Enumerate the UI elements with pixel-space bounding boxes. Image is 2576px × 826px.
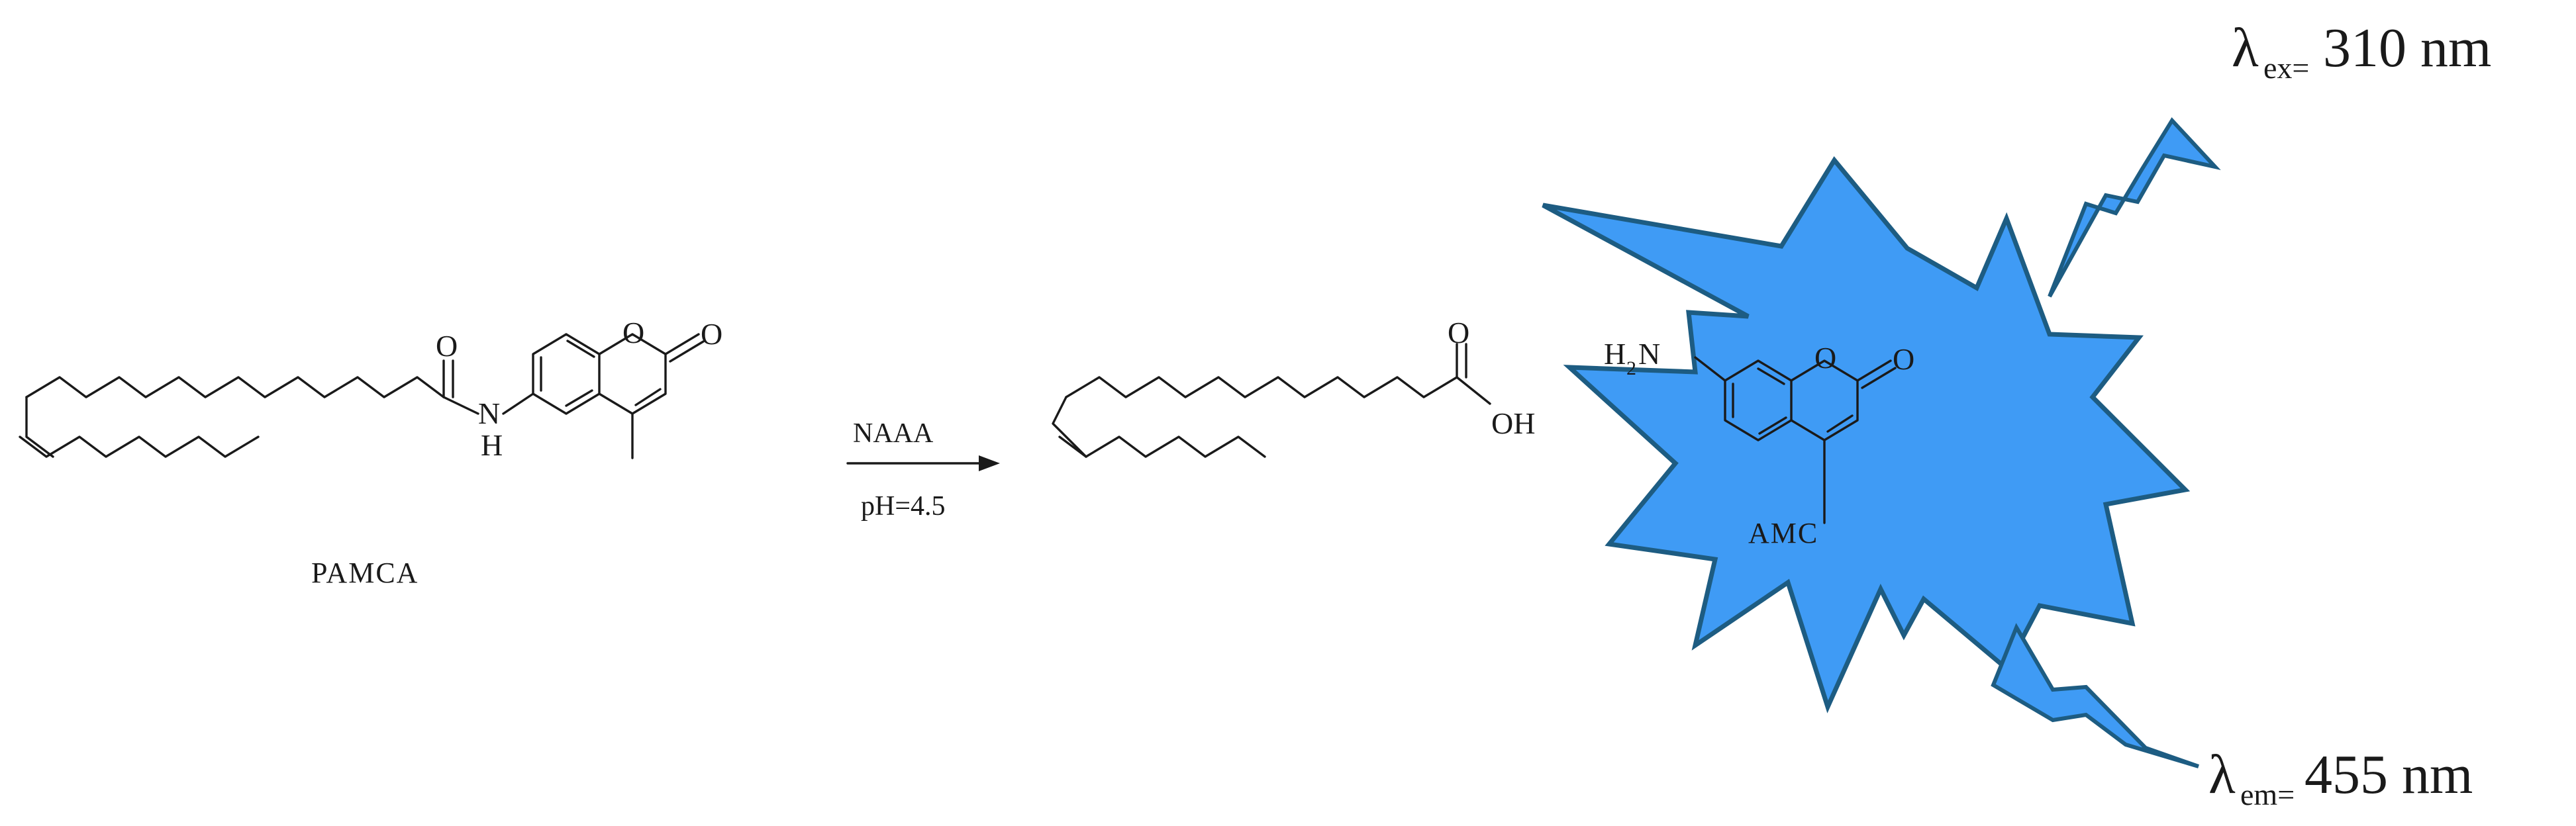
emission-symbol: λ [2208, 744, 2236, 805]
amc-ring-o: O [1814, 341, 1836, 375]
amc-structure: H 2 N O O AMC [1604, 337, 1914, 549]
excitation-bolt-icon [2048, 117, 2221, 298]
palmitic-acid-structure: O OH [1052, 316, 1535, 458]
excitation-label: λ ex= 310 nm [2232, 17, 2491, 85]
reagent-label: NAAA [853, 418, 934, 449]
pamca-label: PAMCA [311, 557, 419, 589]
amc-amine-h: H [1604, 337, 1626, 371]
pamca-amide-n: N [478, 396, 500, 430]
pamca-amide-h: H [481, 428, 503, 462]
emission-value: 455 nm [2304, 744, 2473, 805]
amc-amine-n: N [1638, 337, 1660, 371]
amc-amine-subscript: 2 [1626, 357, 1636, 379]
fluorescence-burst [1542, 156, 2191, 713]
acid-hydroxyl: OH [1491, 406, 1535, 440]
excitation-symbol: λ [2232, 17, 2259, 79]
amc-lactone-o: O [1893, 342, 1914, 376]
condition-label: pH=4.5 [861, 491, 946, 522]
emission-subscript: em= [2240, 778, 2295, 811]
excitation-subscript: ex= [2263, 51, 2309, 85]
excitation-value: 310 nm [2323, 17, 2491, 79]
reaction-arrow: NAAA pH=4.5 [846, 418, 1000, 522]
acid-carbonyl-o: O [1448, 316, 1469, 349]
pamca-structure: O N H O O PAMCA [19, 316, 722, 589]
pamca-ring-o: O [622, 316, 644, 349]
amc-label: AMC [1748, 517, 1818, 549]
emission-label: λ em= 455 nm [2208, 744, 2473, 811]
pamca-carbonyl-o: O [436, 329, 458, 363]
pamca-lactone-o: O [701, 317, 722, 351]
emission-bolt-icon [1991, 623, 2199, 768]
